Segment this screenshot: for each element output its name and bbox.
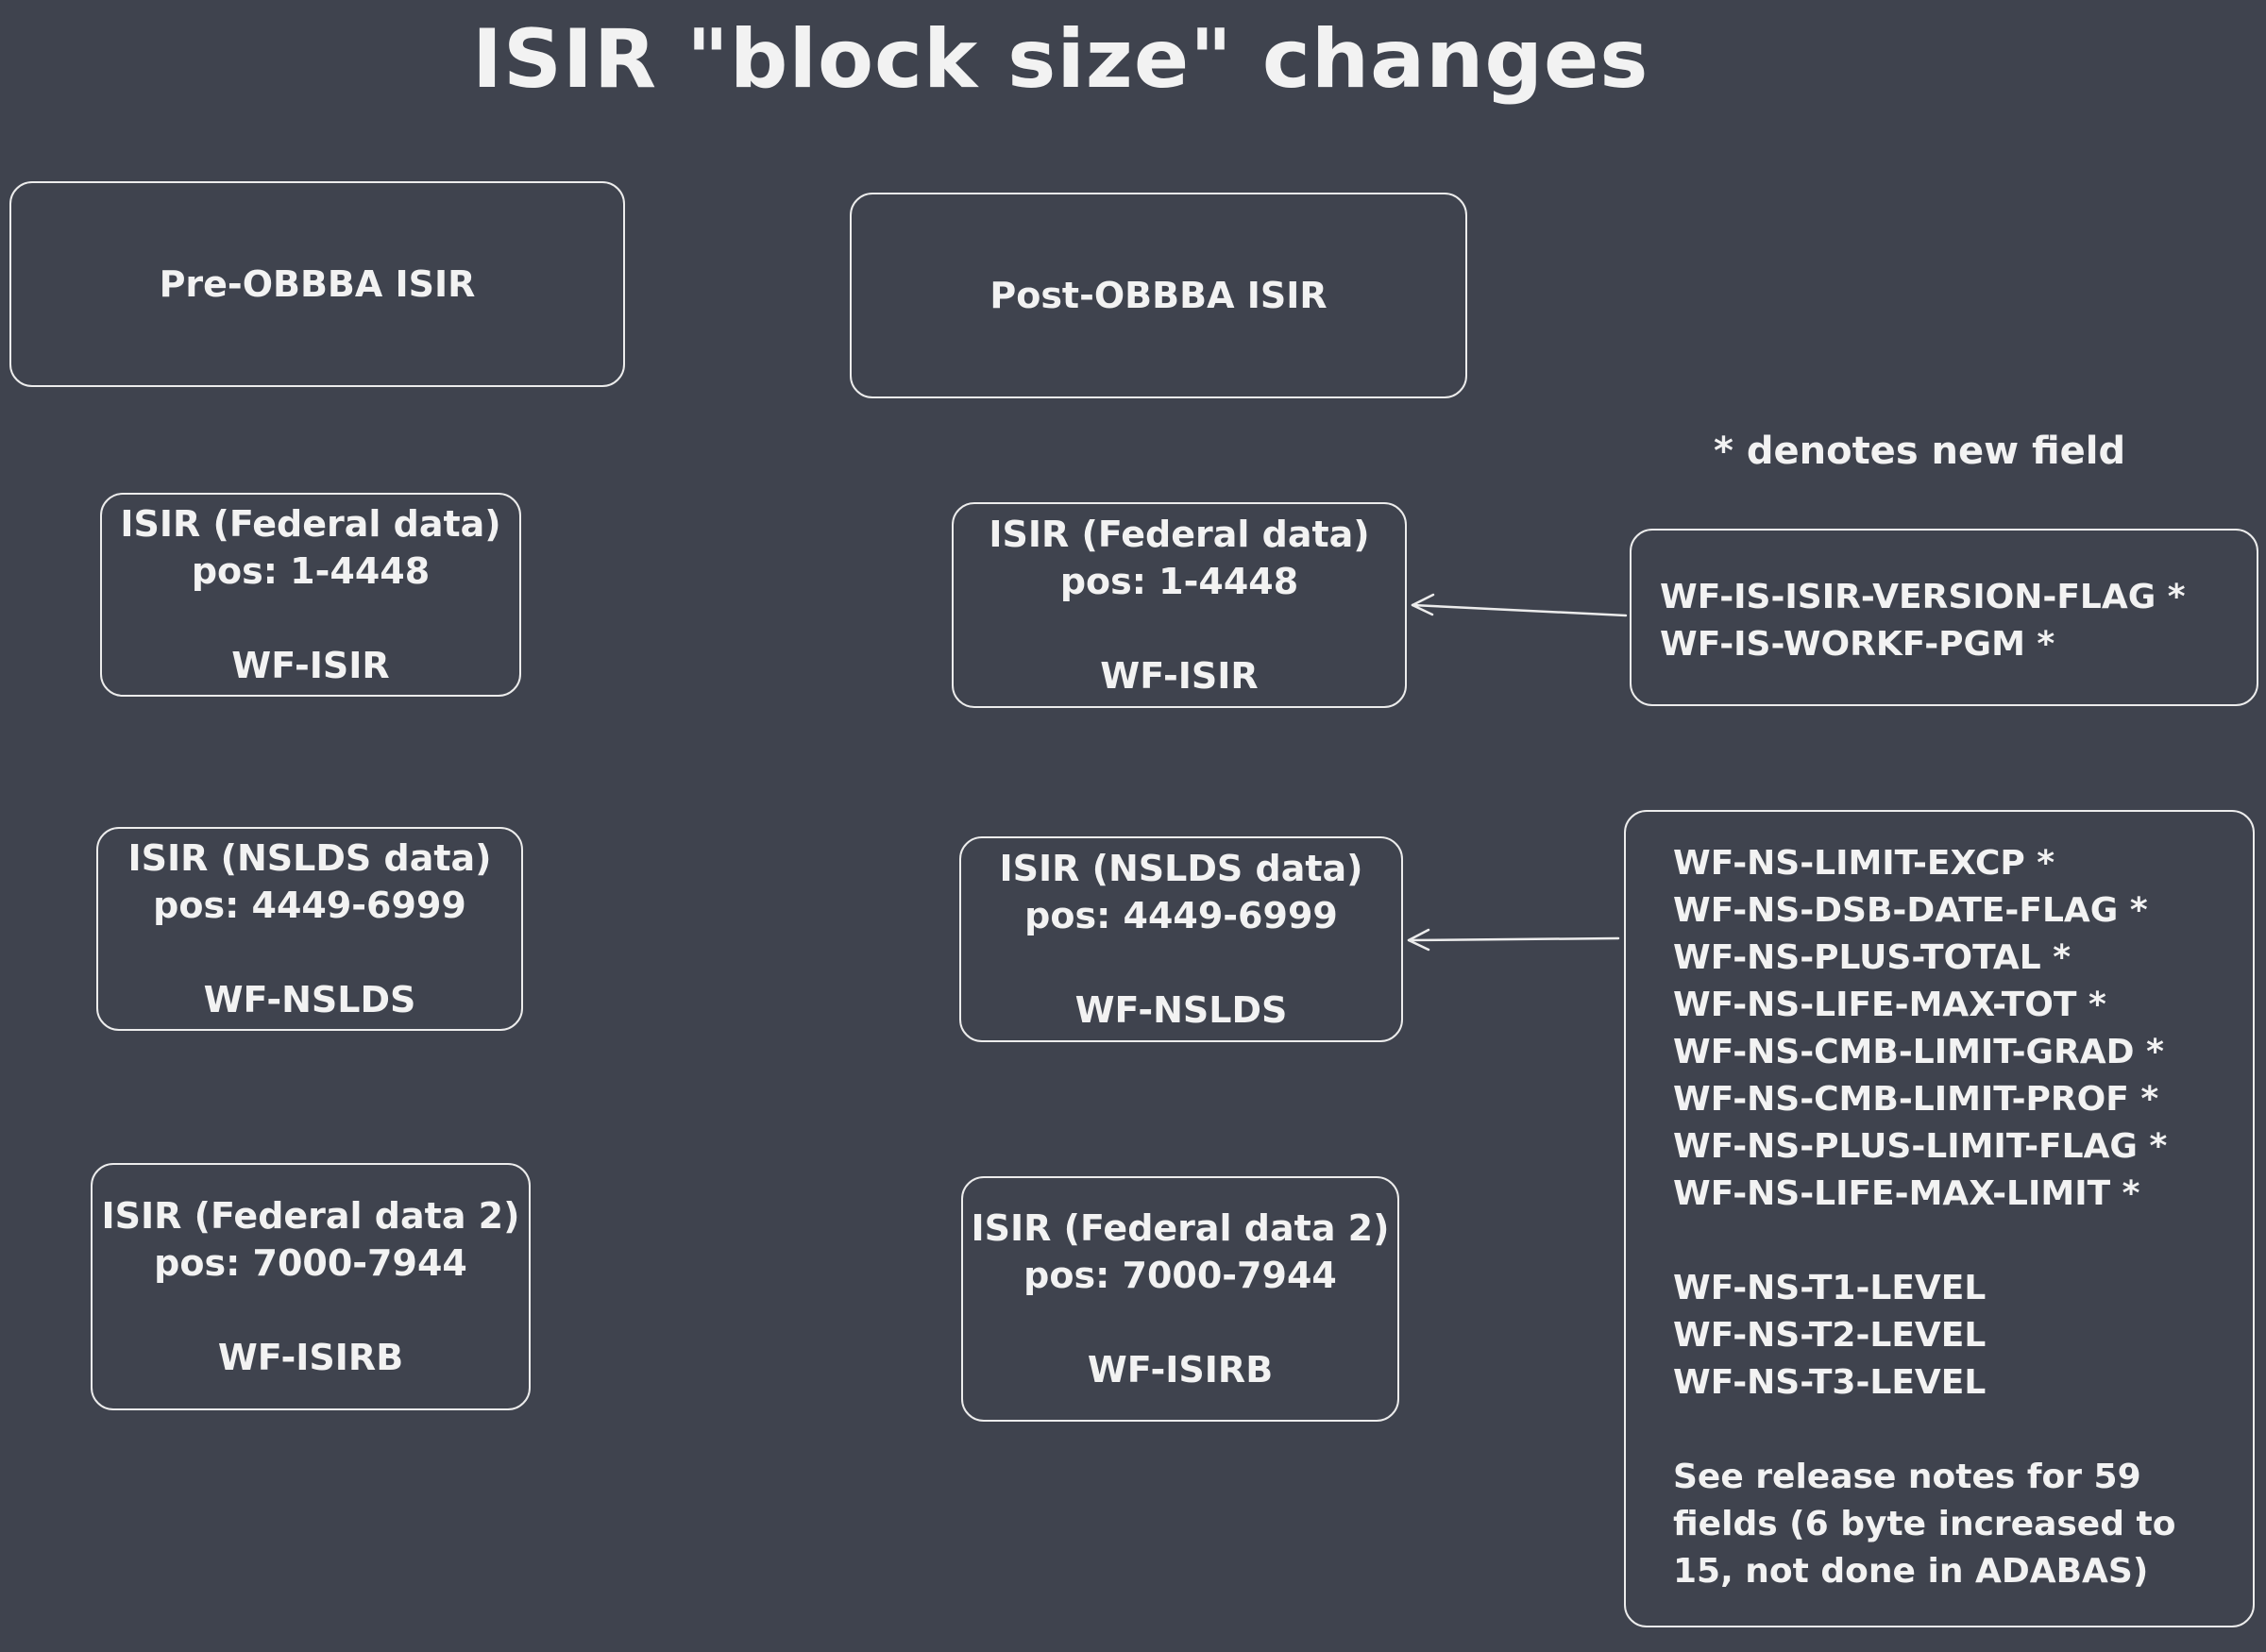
field-item: WF-IS-ISIR-VERSION-FLAG * — [1660, 578, 2186, 616]
field-item: WF-IS-WORKF-PGM * — [1660, 625, 2055, 664]
federal-new-field-list: WF-IS-ISIR-VERSION-FLAG * WF-IS-WORKF-PG… — [1660, 574, 2186, 668]
pre-federal-data-block: ISIR (Federal data) pos: 1-4448 WF-ISIR — [100, 493, 521, 697]
field-item: WF-NS-T3-LEVEL — [1673, 1363, 1987, 1402]
block-identifier: WF-ISIRB — [1087, 1349, 1274, 1391]
block-identifier: WF-ISIR — [1100, 655, 1259, 697]
field-item: WF-NS-T1-LEVEL — [1673, 1269, 1987, 1307]
block-name: ISIR (Federal data 2) — [101, 1195, 520, 1237]
field-item: WF-NS-DSB-DATE-FLAG * — [1673, 891, 2148, 930]
block-position: pos: 4449-6999 — [153, 885, 466, 926]
post-federal-data-block: ISIR (Federal data) pos: 1-4448 WF-ISIR — [952, 502, 1407, 708]
field-item: WF-NS-CMB-LIMIT-PROF * — [1673, 1080, 2159, 1119]
release-notes-text: See release notes for 59 fields (6 byte … — [1673, 1458, 2176, 1591]
federal-new-fields-box: WF-IS-ISIR-VERSION-FLAG * WF-IS-WORKF-PG… — [1630, 529, 2258, 706]
block-position: pos: 1-4448 — [1059, 561, 1299, 602]
pre-obbba-header-label: Pre-OBBBA ISIR — [159, 263, 476, 305]
field-item: WF-NS-CMB-LIMIT-GRAD * — [1673, 1033, 2164, 1071]
block-name: ISIR (NSLDS data) — [999, 848, 1363, 889]
block-name: ISIR (Federal data) — [989, 514, 1370, 555]
field-item: WF-NS-PLUS-LIMIT-FLAG * — [1673, 1127, 2168, 1166]
pre-nslds-data-block: ISIR (NSLDS data) pos: 4449-6999 WF-NSLD… — [96, 827, 523, 1031]
block-name: ISIR (Federal data) — [120, 503, 501, 545]
block-position: pos: 4449-6999 — [1024, 895, 1338, 936]
block-position: pos: 7000-7944 — [1023, 1255, 1337, 1296]
nslds-fields-arrow — [1407, 928, 1620, 952]
federal-fields-arrow — [1411, 593, 1628, 617]
post-nslds-data-block: ISIR (NSLDS data) pos: 4449-6999 WF-NSLD… — [959, 836, 1403, 1042]
post-federal-data-2-block: ISIR (Federal data 2) pos: 7000-7944 WF-… — [961, 1176, 1399, 1422]
new-field-note: * denotes new field — [1714, 430, 2126, 473]
block-identifier: WF-ISIRB — [217, 1337, 404, 1378]
nslds-new-fields-box: WF-NS-LIMIT-EXCP * WF-NS-DSB-DATE-FLAG *… — [1624, 810, 2255, 1627]
block-position: pos: 1-4448 — [191, 550, 431, 592]
block-identifier: WF-ISIR — [231, 645, 390, 686]
field-item: WF-NS-PLUS-TOTAL * — [1673, 938, 2072, 977]
nslds-new-field-list: WF-NS-LIMIT-EXCP * WF-NS-DSB-DATE-FLAG *… — [1673, 840, 2167, 1218]
block-identifier: WF-NSLDS — [203, 979, 416, 1020]
field-item: WF-NS-LIFE-MAX-LIMIT * — [1673, 1174, 2140, 1213]
block-identifier: WF-NSLDS — [1074, 989, 1288, 1031]
block-name: ISIR (NSLDS data) — [127, 837, 492, 879]
pre-obbba-header-box: Pre-OBBBA ISIR — [9, 181, 625, 387]
diagram-title: ISIR "block size" changes — [472, 12, 1649, 107]
field-item: WF-NS-T2-LEVEL — [1673, 1316, 1987, 1355]
post-obbba-header-label: Post-OBBBA ISIR — [989, 275, 1327, 316]
post-obbba-header-box: Post-OBBBA ISIR — [850, 193, 1467, 398]
pre-federal-data-2-block: ISIR (Federal data 2) pos: 7000-7944 WF-… — [91, 1163, 531, 1410]
nslds-level-field-list: WF-NS-T1-LEVEL WF-NS-T2-LEVEL WF-NS-T3-L… — [1673, 1265, 1986, 1407]
field-item: WF-NS-LIFE-MAX-TOT * — [1673, 986, 2106, 1024]
block-position: pos: 7000-7944 — [154, 1242, 467, 1284]
field-item: WF-NS-LIMIT-EXCP * — [1673, 844, 2055, 883]
block-name: ISIR (Federal data 2) — [971, 1207, 1390, 1249]
